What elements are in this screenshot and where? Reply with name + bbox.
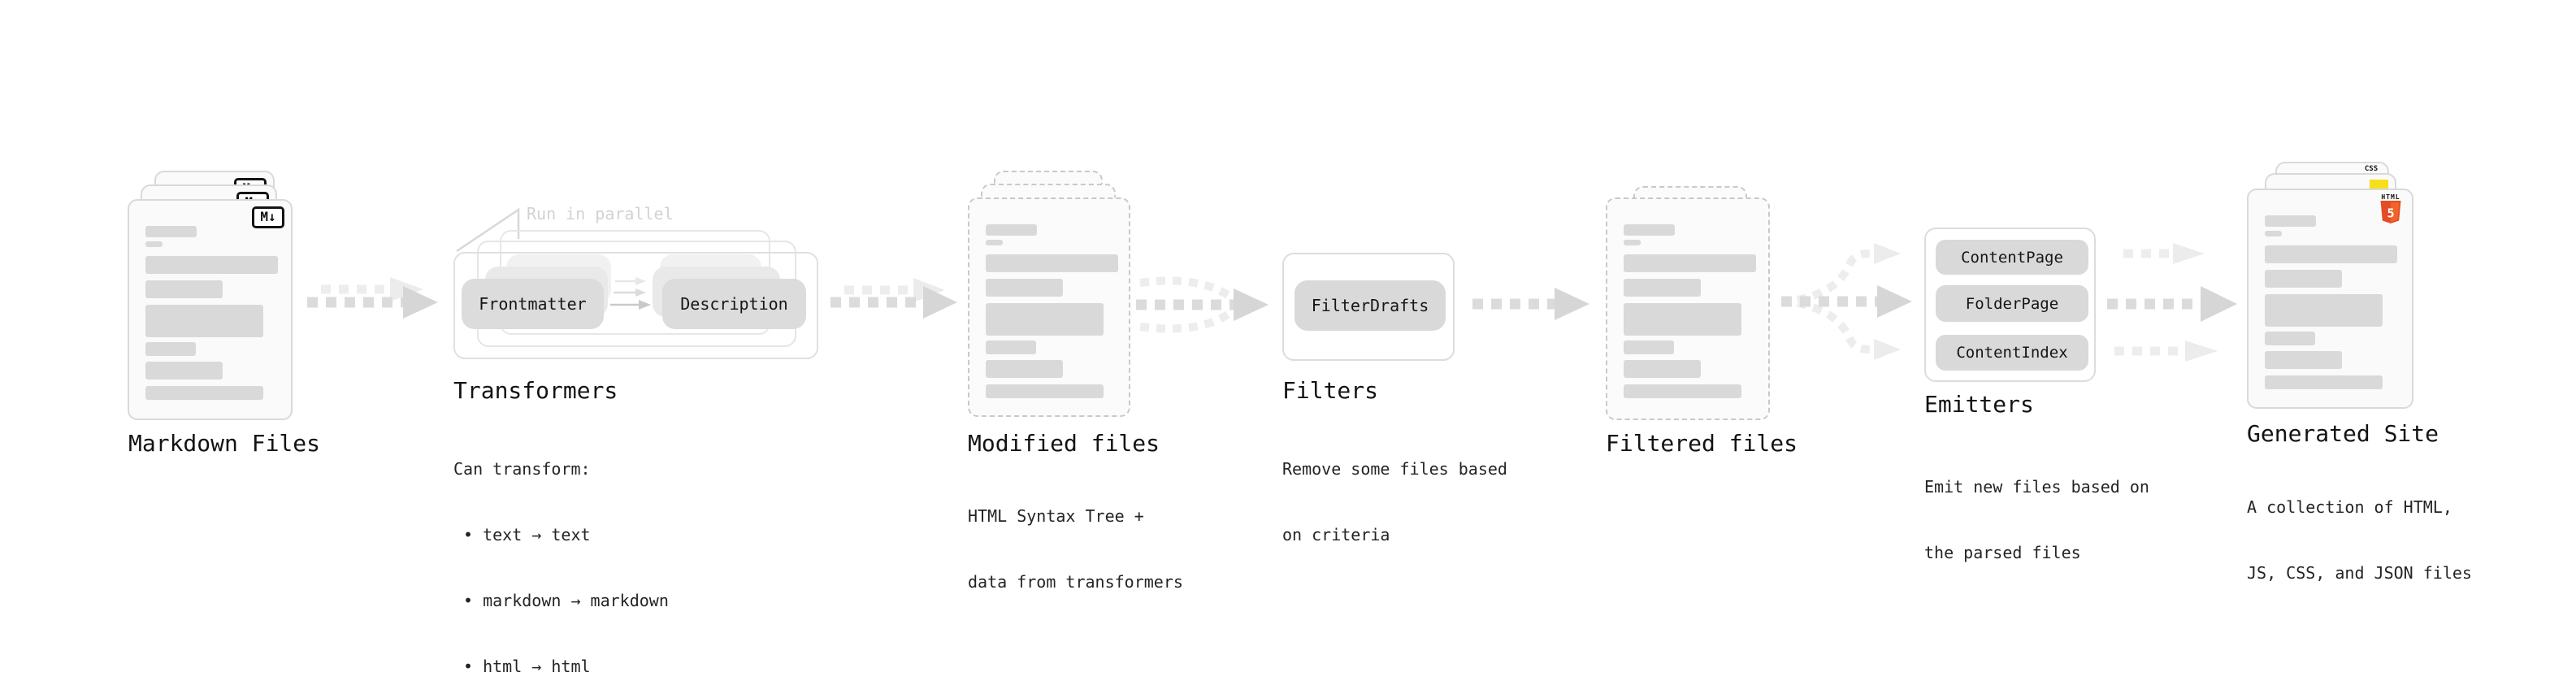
transformer-layer-box-front [453, 252, 818, 359]
emitters-box: ContentPage FolderPage ContentIndex [1924, 228, 2096, 382]
arrow-emitters-to-generated [2107, 243, 2237, 362]
generated-site-description: A collection of HTML, JS, CSS, and JSON … [2247, 453, 2472, 628]
desc-line: Emit new files based on [1924, 477, 2149, 497]
desc-bullet: • markdown → markdown [463, 591, 669, 610]
svg-text:5: 5 [2387, 206, 2394, 221]
filtered-file-card-front [1606, 197, 1770, 420]
skeleton-text-bar [145, 386, 263, 400]
modified-file-card-front [968, 197, 1130, 417]
arrow-filtered-to-emitters [1781, 243, 1912, 360]
stage-title-filters: Filters [1282, 377, 1379, 404]
folderpage-pill: FolderPage [1936, 285, 2088, 322]
stage-title-filtered-files: Filtered files [1606, 430, 1798, 457]
skeleton-text-bar [1624, 303, 1741, 336]
arrow-transformers-to-modified [830, 278, 957, 319]
skeleton-text-bar [2265, 215, 2316, 227]
skeleton-text-bar [986, 224, 1037, 236]
skeleton-text-bar [2265, 375, 2383, 389]
skeleton-text-bar [986, 384, 1104, 398]
skeleton-text-bar [145, 241, 163, 247]
stage-title-generated-site: Generated Site [2247, 420, 2439, 447]
skeleton-text-bar [986, 303, 1104, 336]
note-callout-line [456, 207, 520, 253]
filterdrafts-pill: FilterDrafts [1295, 280, 1446, 331]
css-icon-label: CSS [2364, 165, 2379, 173]
desc-bullet: • text → text [463, 525, 591, 544]
skeleton-text-bar [986, 340, 1036, 354]
skeleton-text-bar [145, 280, 223, 298]
transformers-description: Can transform: • text → text • markdown … [453, 414, 669, 681]
desc-line: Remove some files based [1282, 459, 1507, 479]
skeleton-text-bar [986, 279, 1063, 297]
markdown-icon: M↓ [252, 206, 284, 228]
html5-icon-label: HTML [2381, 193, 2400, 201]
skeleton-text-bar [986, 360, 1063, 378]
skeleton-text-bar [2265, 351, 2342, 369]
skeleton-text-bar [145, 342, 196, 356]
emitters-description: Emit new files based on the parsed files [1924, 432, 2149, 608]
arrow-filters-to-filtered [1472, 288, 1589, 320]
filters-box: FilterDrafts [1282, 253, 1455, 361]
skeleton-text-bar [2265, 294, 2383, 327]
skeleton-text-bar [986, 240, 1003, 245]
desc-line: JS, CSS, and JSON files [2247, 563, 2472, 583]
skeleton-text-bar [986, 254, 1118, 272]
run-in-parallel-note: Run in parallel [527, 204, 674, 223]
markdown-file-card-front: M↓ [128, 199, 293, 420]
contentpage-pill: ContentPage [1936, 240, 2088, 275]
contentindex-pill: ContentIndex [1936, 335, 2088, 371]
skeleton-text-bar [2265, 245, 2397, 263]
skeleton-text-bar [2265, 332, 2315, 345]
desc-line: Can transform: [453, 459, 591, 479]
desc-line: the parsed files [1924, 543, 2081, 562]
skeleton-text-bar [2265, 270, 2342, 288]
skeleton-text-bar [1624, 224, 1675, 236]
skeleton-text-bar [1624, 254, 1756, 272]
desc-line: on criteria [1282, 525, 1390, 544]
desc-line: HTML Syntax Tree + [968, 506, 1144, 526]
stage-title-emitters: Emitters [1924, 391, 2034, 418]
skeleton-text-bar [1624, 384, 1741, 398]
skeleton-text-bar [1624, 240, 1641, 245]
skeleton-text-bar [145, 305, 263, 337]
js-icon [2370, 180, 2388, 190]
skeleton-text-bar [1624, 360, 1701, 378]
stage-title-modified-files: Modified files [968, 430, 1160, 457]
modified-files-description: HTML Syntax Tree + data from transformer… [968, 462, 1183, 637]
arrow-markdown-to-transformers [307, 277, 438, 319]
skeleton-text-bar [145, 226, 197, 237]
arrow-modified-to-filters [1136, 276, 1268, 333]
stage-title-transformers: Transformers [453, 377, 618, 404]
desc-bullet: • html → html [463, 657, 591, 676]
desc-line: A collection of HTML, [2247, 497, 2452, 517]
html5-icon: HTML 5 [2379, 193, 2402, 228]
skeleton-text-bar [1624, 340, 1674, 354]
html5-shield: 5 [2380, 201, 2401, 223]
html-file-card: HTML 5 [2247, 189, 2413, 409]
filters-description: Remove some files based on criteria [1282, 414, 1507, 590]
skeleton-text-bar [2265, 231, 2282, 236]
desc-line: data from transformers [968, 572, 1183, 592]
skeleton-text-bar [145, 256, 278, 274]
description-pill: Description [662, 279, 806, 329]
frontmatter-pill: Frontmatter [462, 279, 604, 329]
stage-title-markdown-files: Markdown Files [128, 430, 321, 457]
skeleton-text-bar [1624, 279, 1701, 297]
arrow-frontmatter-to-description [610, 277, 651, 310]
skeleton-text-bar [145, 362, 223, 380]
